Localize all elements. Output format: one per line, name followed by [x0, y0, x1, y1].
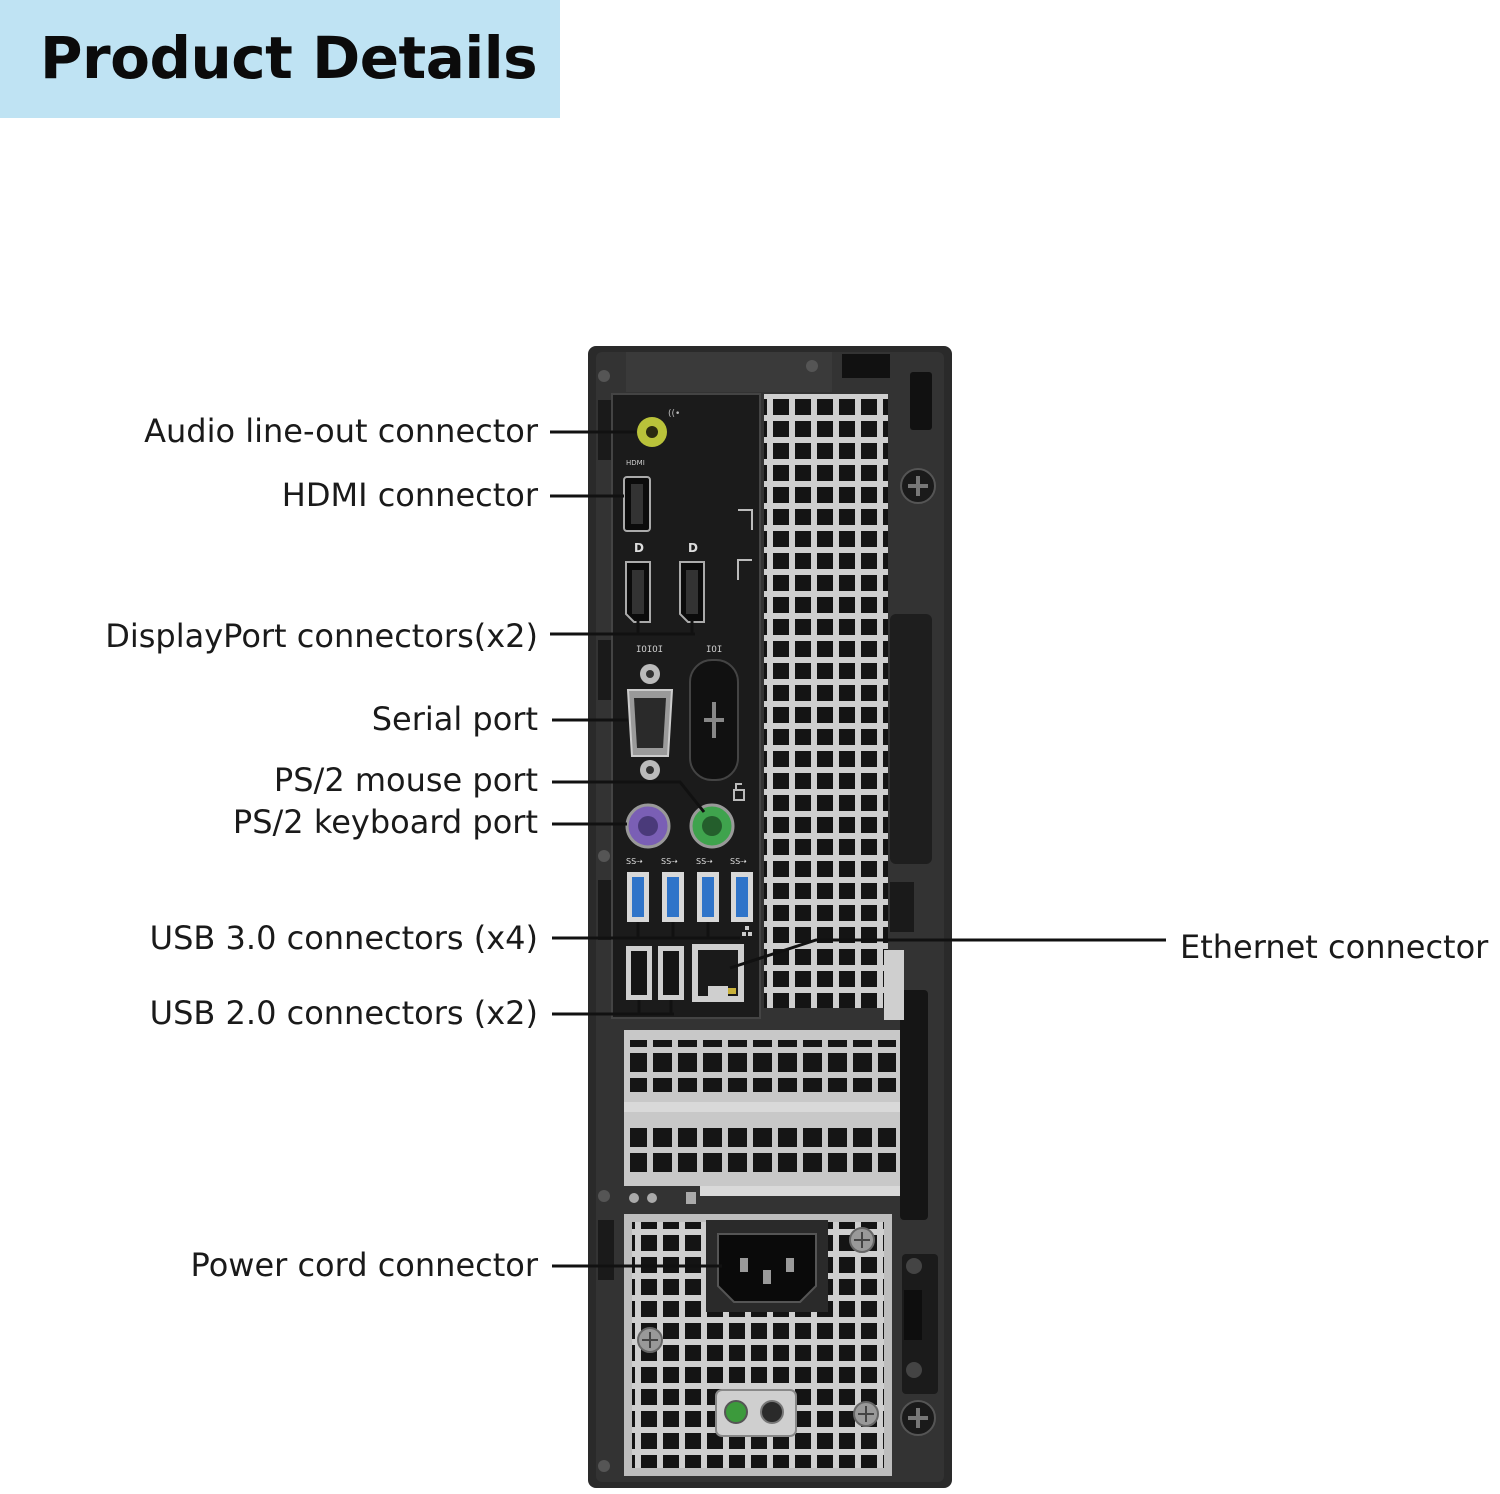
- power-cord-connector: [717, 1233, 817, 1303]
- svg-text:IOIOI: IOIOI: [636, 645, 663, 655]
- expansion-slot-1: [624, 1030, 900, 1102]
- svg-text:SS⇢: SS⇢: [626, 857, 643, 866]
- usb3-port: [731, 872, 753, 922]
- displayport-icon: D D: [634, 541, 698, 555]
- serial-port: [626, 664, 674, 780]
- usb3-ss-icon: SS⇢ SS⇢ SS⇢ SS⇢: [626, 857, 747, 866]
- network-icon: [742, 926, 752, 936]
- thumbscrew-icon: [900, 1400, 936, 1436]
- callout-displayport: DisplayPort connectors(x2): [105, 617, 538, 655]
- ps2-mouse-port: [689, 803, 735, 849]
- callout-ps2-mouse: PS/2 mouse port: [273, 761, 538, 799]
- callout-audio-line-out: Audio line-out connector: [144, 412, 538, 450]
- callout-leaders: [550, 430, 1166, 1268]
- psu-diagnostic-led: [724, 1400, 748, 1424]
- usb3-port: [662, 872, 684, 922]
- hdmi-marking: HDMI: [626, 459, 645, 467]
- knockout-plate: [689, 659, 739, 781]
- thumbscrew-icon: [900, 468, 936, 504]
- audio-port: [637, 417, 667, 447]
- callout-usb3: USB 3.0 connectors (x4): [149, 919, 538, 957]
- lock-icon: [733, 783, 745, 801]
- vent-grill: [764, 394, 888, 1008]
- svg-text:D: D: [634, 541, 644, 555]
- psu-test-button: [760, 1400, 784, 1424]
- usb3-port: [627, 872, 649, 922]
- displayport-1: [625, 561, 651, 623]
- screw-icon: [637, 1327, 663, 1353]
- callout-ethernet: Ethernet connector: [1180, 928, 1489, 966]
- displayport-2: [679, 561, 705, 623]
- screw-icon: [849, 1227, 875, 1253]
- usb2-port: [658, 946, 684, 1000]
- usb3-port: [697, 872, 719, 922]
- svg-text:SS⇢: SS⇢: [730, 857, 747, 866]
- svg-text:((•: ((•: [668, 409, 680, 419]
- callout-usb2: USB 2.0 connectors (x2): [149, 994, 538, 1032]
- io-panel: ((• HDMI D D IOIOI IOI: [611, 393, 761, 1019]
- header-band: [0, 0, 560, 118]
- callout-serial-port: Serial port: [371, 700, 538, 738]
- callout-hdmi: HDMI connector: [281, 476, 538, 514]
- screw-icon: [853, 1401, 879, 1427]
- power-supply-unit: [624, 1214, 892, 1476]
- svg-text:SS⇢: SS⇢: [661, 857, 678, 866]
- callout-power-cord: Power cord connector: [190, 1246, 538, 1284]
- hdmi-port: [623, 476, 651, 532]
- ps2-keyboard-port: [625, 803, 671, 849]
- page-title: Product Details: [40, 24, 538, 92]
- ethernet-port: [692, 944, 744, 1002]
- svg-text:IOI: IOI: [706, 645, 722, 655]
- usb2-port: [626, 946, 652, 1000]
- svg-text:D: D: [688, 541, 698, 555]
- callout-ps2-keyboard: PS/2 keyboard port: [232, 803, 538, 841]
- expansion-slot-2: [624, 1112, 900, 1186]
- svg-text:SS⇢: SS⇢: [696, 857, 713, 866]
